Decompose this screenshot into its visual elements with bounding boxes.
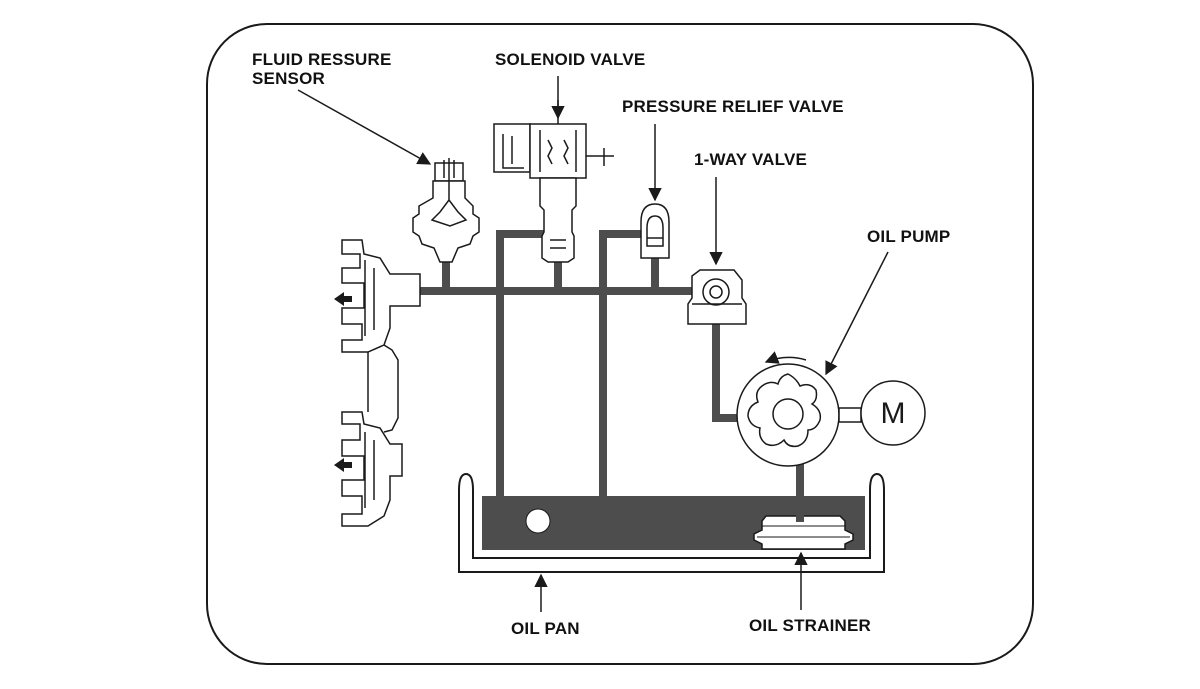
leader-fluid-pressure-sensor [297, 89, 432, 165]
oil-strainer [753, 515, 854, 550]
piston-direction-arrows [334, 292, 352, 472]
solenoid-valve [493, 100, 614, 263]
hydraulic-lines [381, 230, 804, 522]
oil-pump [736, 363, 840, 467]
one-way-valve-label: 1-WAY VALVE [694, 150, 808, 169]
electric-motor: M [860, 380, 926, 446]
pressure-relief-valve-label: PRESSURE RELIEF VALVE [622, 97, 844, 116]
clutch-actuator [341, 239, 421, 527]
fluid-pressure-sensor [412, 158, 480, 263]
motor-label: M [881, 397, 906, 430]
pressure-relief-valve [640, 203, 670, 259]
leader-oil-pump [825, 251, 889, 376]
fluid-pressure-sensor-label-line1: FLUID RESSURE [252, 50, 392, 69]
drain-plug [525, 508, 551, 534]
oil-pump-label: OIL PUMP [867, 227, 951, 246]
fluid-pressure-sensor-label-line2: SENSOR [252, 69, 325, 88]
one-way-valve [687, 269, 747, 325]
diagram-frame [206, 23, 1034, 665]
pump-rotation-arrow [764, 351, 807, 364]
oil-strainer-label: OIL STRAINER [749, 616, 872, 635]
oil-pan-label: OIL PAN [511, 619, 580, 638]
fluid-pressure-sensor-label: FLUID RESSURE SENSOR [252, 50, 392, 88]
solenoid-valve-label: SOLENOID VALVE [495, 50, 646, 69]
motor-shaft [838, 407, 862, 423]
leader-lines [297, 76, 889, 612]
